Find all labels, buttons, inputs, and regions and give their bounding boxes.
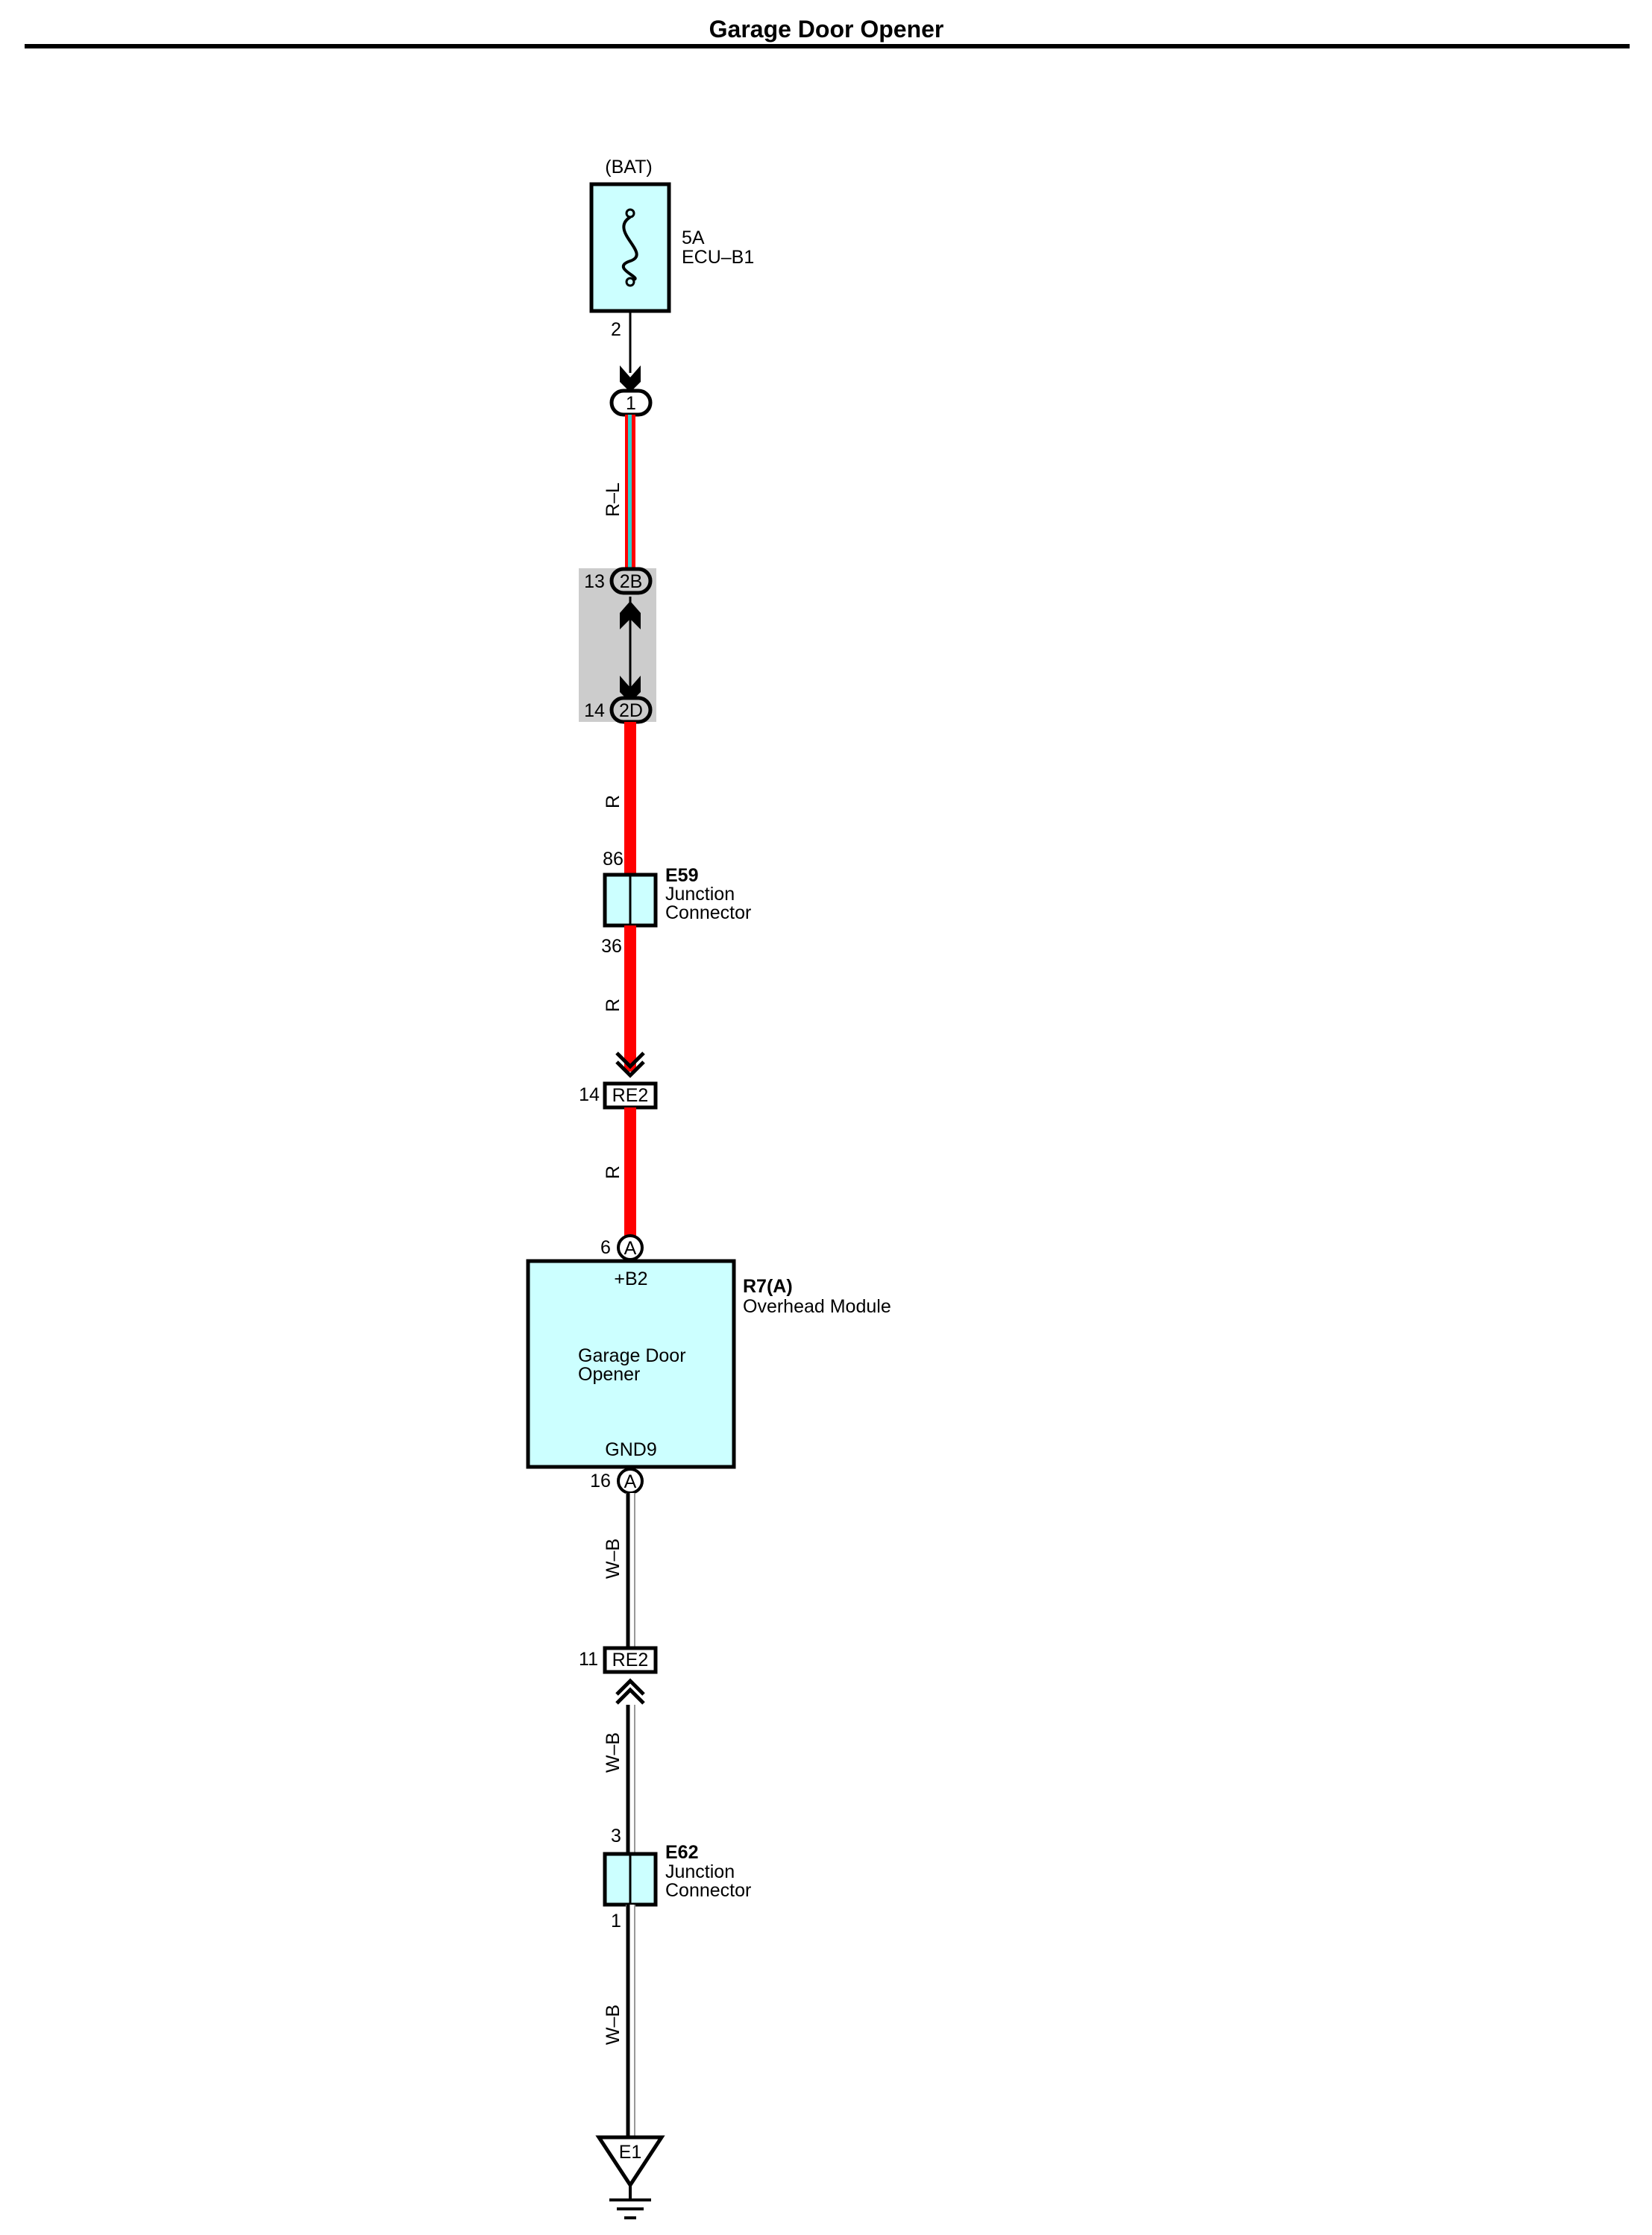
arrow-up-icon — [620, 601, 641, 629]
re2-bottom-box — [603, 1646, 658, 1674]
module-bottom-terminal: GND9 — [605, 1439, 656, 1460]
e59-line2: Connector — [665, 902, 751, 923]
re2-bottom-pin: 11 — [579, 1649, 598, 1670]
wire-r-3-body — [624, 1107, 636, 1238]
module-pin-top-letter: A — [624, 1238, 637, 1259]
re2-connector-bottom: 11 RE2 — [579, 1646, 658, 1705]
arrow-down-icon — [620, 365, 641, 392]
module-inner-line1: Garage Door — [578, 1345, 686, 1366]
junction-2b-label: 2B — [620, 571, 643, 592]
wire-r-l-label: R–L — [603, 482, 624, 517]
junction-2d-label: 2D — [619, 700, 643, 721]
wire-r-1-label: R — [603, 795, 624, 808]
wire-r-2-label: R — [603, 999, 624, 1012]
module-box — [526, 1259, 736, 1469]
e62-pin-bottom: 1 — [611, 1911, 621, 1931]
module-pin-bottom: 16 — [590, 1471, 611, 1491]
connector-1: 1 — [609, 389, 653, 417]
wire-w-b-2-label: W–B — [603, 1732, 624, 1773]
module-top-terminal: +B2 — [614, 1269, 647, 1289]
wire-r-1: R — [603, 722, 636, 875]
wire-w-b-3-label: W–B — [603, 2005, 624, 2045]
module-name: Overhead Module — [743, 1296, 891, 1317]
ground-triangle-icon — [595, 2135, 665, 2189]
junction-block-bg — [579, 568, 656, 722]
fuse-ecu-b1: (BAT) 5A ECU–B1 2 — [589, 157, 754, 340]
junction-2d-pin: 14 — [584, 700, 605, 721]
fuse-element-icon — [622, 216, 638, 281]
module-pin-top: 6 — [600, 1237, 611, 1258]
wire-r-3-label: R — [603, 1166, 624, 1179]
ground-label: E1 — [619, 2142, 642, 2163]
e62-junction-connector: 3 E62 Junction Connector 1 — [603, 1826, 751, 1931]
wire-r-1-body — [624, 722, 636, 875]
fuse-box — [589, 182, 671, 313]
e62-id: E62 — [665, 1842, 698, 1863]
wire-w-b-3: W–B — [603, 1905, 635, 2136]
e59-junction-connector: 86 E59 Junction Connector 36 — [601, 849, 751, 957]
module-inner-line2: Opener — [578, 1364, 640, 1385]
wire-w-b-1-label: W–B — [603, 1538, 624, 1579]
e62-line2: Connector — [665, 1880, 751, 1901]
module-pin-bottom-letter: A — [624, 1471, 637, 1492]
re2-top-label: RE2 — [612, 1085, 649, 1106]
fuse-source-label: (BAT) — [605, 157, 652, 177]
re2-connector-top: 14 RE2 — [579, 1081, 658, 1110]
chevron-up-icon — [615, 1687, 645, 1705]
fuse-rating: 5A — [682, 227, 705, 248]
overhead-module: 6 A +B2 Garage Door Opener GND9 R7(A) Ov… — [526, 1234, 891, 1494]
fuse-pin: 2 — [611, 319, 621, 340]
wire-r-2: R — [603, 925, 645, 1078]
wire-r-3: R — [603, 1107, 636, 1238]
wire-r-l: R–L — [603, 415, 635, 570]
e59-id: E59 — [665, 865, 698, 886]
fuse-terminal-bottom — [625, 277, 635, 287]
module-id: R7(A) — [743, 1276, 793, 1297]
connector-1-label: 1 — [626, 393, 636, 414]
e59-line1: Junction — [665, 884, 735, 905]
arrow-down-icon — [620, 676, 641, 702]
junction-2b-pin: 13 — [584, 571, 605, 592]
re2-bottom-label: RE2 — [612, 1650, 649, 1670]
e62-line1: Junction — [665, 1861, 735, 1882]
wire-r-2-body — [624, 925, 636, 1072]
e62-pin-top: 3 — [611, 1826, 621, 1846]
chevron-down-icon — [615, 1060, 645, 1078]
re2-top-pin: 14 — [579, 1084, 600, 1105]
fuse-terminal-top — [625, 208, 635, 219]
ground-e1: E1 — [595, 2135, 665, 2219]
wire-w-b-2: W–B — [603, 1705, 635, 1854]
chevron-down-icon — [615, 1052, 645, 1069]
e59-pin-top: 86 — [603, 849, 624, 870]
junction-block: 2B 13 2D 14 — [579, 567, 656, 724]
chevron-up-icon — [615, 1678, 645, 1696]
e59-pin-bottom: 36 — [601, 936, 622, 957]
diagram-title: Garage Door Opener — [709, 16, 944, 43]
junction-2b-oval — [609, 567, 653, 595]
wire-r-l-stripe — [628, 415, 632, 570]
fuse-name: ECU–B1 — [682, 247, 754, 268]
wire-w-b-1: W–B — [603, 1493, 635, 1650]
